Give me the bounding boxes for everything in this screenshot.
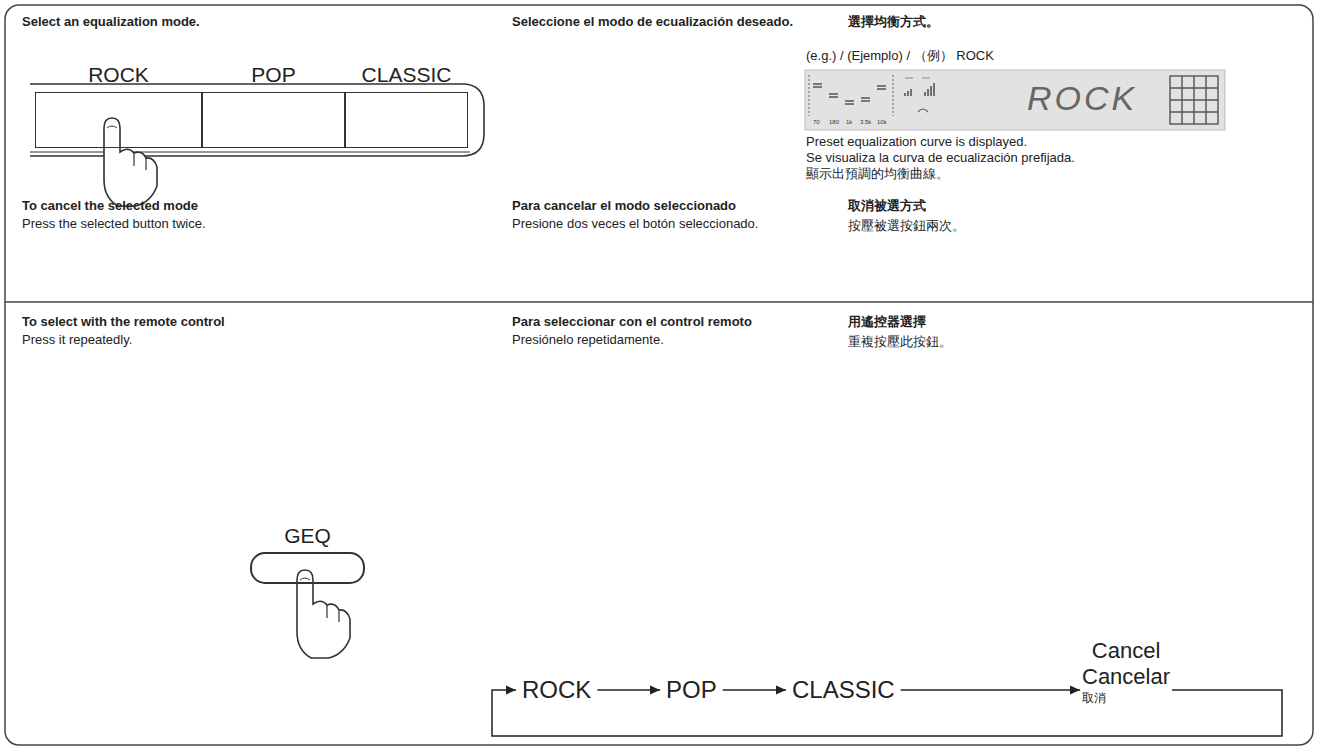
- button-label: 取消: [1082, 690, 1170, 706]
- cycle-step: ROCK: [516, 676, 597, 704]
- cycle-step: POP: [660, 676, 723, 704]
- instruction-text: Se visualiza la curva de ecualización pr…: [806, 150, 1075, 166]
- display-scale: [892, 75, 893, 116]
- instruction-text: Para cancelar el modo seleccionado: [512, 198, 736, 214]
- instruction-text: Seleccione el modo de ecualización desea…: [512, 14, 793, 30]
- finger-lines: [327, 605, 339, 622]
- instruction-text: Presione dos veces el botón seleccionado…: [512, 216, 758, 232]
- connector-line: [901, 689, 1080, 691]
- display-background: [805, 70, 1225, 130]
- arrow-head: [776, 686, 786, 695]
- fingernail: [300, 578, 310, 580]
- flow-connector: [901, 686, 1080, 695]
- arrow-head: [650, 686, 660, 695]
- flow-connector: [597, 686, 660, 695]
- button-label: GEQ: [232, 524, 383, 548]
- hand-outline: [104, 118, 157, 206]
- instruction-text: 顯示出預調的均衡曲線。: [806, 166, 949, 182]
- scale-number: 180: [829, 119, 839, 126]
- matrix-cells: [1170, 76, 1218, 124]
- button-label: CLASSIC: [326, 63, 487, 87]
- scale-number: 70: [813, 119, 820, 126]
- scale-number: 3.5k: [860, 119, 871, 126]
- matrix-grid: [1170, 76, 1218, 124]
- instruction-text: Press the selected button twice.: [22, 216, 206, 232]
- instruction-text: (e.g.) / (Ejemplo) / （例） ROCK: [806, 48, 994, 64]
- mode-button: POP: [202, 92, 345, 148]
- page-frame: [5, 5, 1313, 745]
- button-label: CLASSIC: [792, 676, 895, 704]
- instruction-text: Preset equalization curve is displayed.: [806, 134, 1027, 150]
- instruction-text: 按壓被選按鈕兩次。: [848, 218, 965, 234]
- button-label: ROCK: [522, 676, 591, 704]
- instruction-text: Presiónelo repetidamente.: [512, 332, 664, 348]
- button-label: Cancel: [1082, 638, 1170, 664]
- button-label: POP: [666, 676, 717, 704]
- arrow-head: [506, 686, 516, 695]
- cycle-step: CLASSIC: [786, 676, 901, 704]
- button-panel-edge: [30, 152, 470, 153]
- matrix-frame: [1170, 76, 1218, 124]
- display-text: ROCK: [805, 70, 1225, 118]
- button-label: Cancelar: [1082, 664, 1170, 690]
- button-label: POP: [183, 63, 364, 87]
- fingernail: [107, 126, 117, 128]
- level-icon: [905, 83, 934, 96]
- scale-number: 10k: [877, 119, 887, 126]
- instruction-text: 重複按壓此按鈕。: [848, 334, 952, 350]
- scale-number: 1k: [846, 119, 852, 126]
- mode-button: CLASSIC: [345, 92, 468, 148]
- arrow-head: [1070, 686, 1080, 695]
- mode-icon: [918, 109, 928, 112]
- instruction-text: To select with the remote control: [22, 314, 225, 330]
- display-panel: [805, 70, 1225, 130]
- instruction-text: To cancel the selected mode: [22, 198, 198, 214]
- remote-button: GEQ: [250, 552, 365, 584]
- display-scale: [808, 75, 809, 116]
- button-label: ROCK: [16, 63, 221, 87]
- instruction-text: Para seleccionar con el control remoto: [512, 314, 752, 330]
- eq-curve-bars: [813, 84, 886, 104]
- instruction-text: 選擇均衡方式。: [848, 14, 939, 30]
- button-panel-outline: [30, 84, 484, 156]
- instruction-text: 取消被選方式: [848, 198, 926, 214]
- display-readout: ROCK: [805, 70, 1225, 130]
- level-icon-caption: [905, 78, 930, 79]
- instruction-text: Press it repeatedly.: [22, 332, 132, 348]
- section-divider: [5, 301, 1313, 302]
- instruction-text: Select an equalization mode.: [22, 14, 200, 30]
- mode-button: ROCK: [35, 92, 202, 148]
- finger-lines: [134, 153, 146, 170]
- cycle-step: CancelCancelar取消: [1080, 638, 1172, 706]
- flow-connector: [723, 686, 786, 695]
- instruction-text: 用遙控器選擇: [848, 314, 926, 330]
- pressing-hand: [104, 118, 157, 206]
